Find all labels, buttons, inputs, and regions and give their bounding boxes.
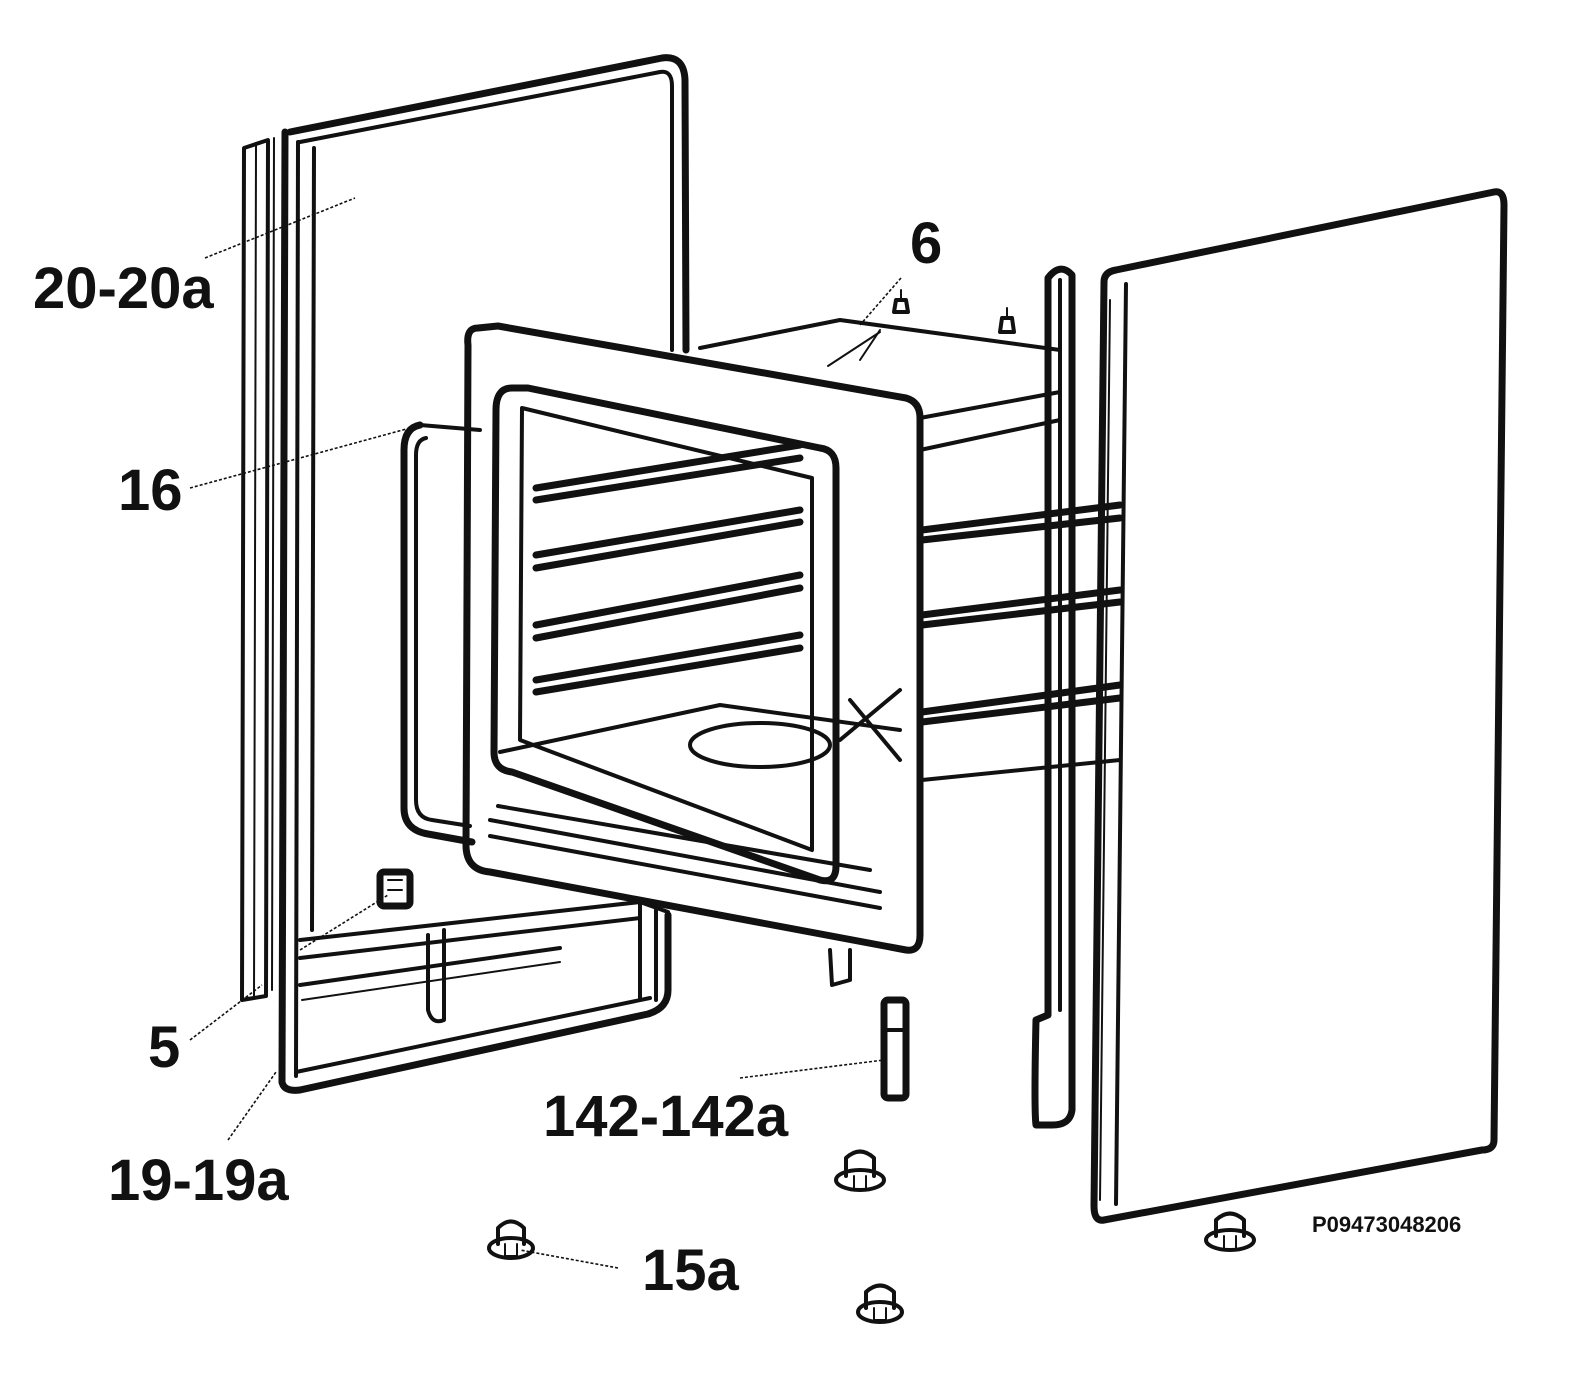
hinge-142 — [880, 996, 910, 1102]
label-5: 5 — [148, 1015, 180, 1080]
screw-6-b — [998, 307, 1016, 334]
label-15a: 15a — [642, 1238, 740, 1303]
oven-cavity — [462, 318, 1124, 987]
foot-4 — [1204, 1211, 1256, 1252]
leader-lines — [189, 197, 902, 1269]
door-seal — [400, 421, 482, 846]
foot-2 — [834, 1149, 886, 1192]
label-16: 16 — [118, 458, 183, 523]
clip-5 — [376, 868, 414, 910]
label-142-142a: 142-142a — [543, 1084, 789, 1149]
right-side-panel — [1090, 188, 1508, 1224]
foot-3 — [856, 1283, 904, 1324]
bottom-frame — [298, 900, 670, 1024]
label-6: 6 — [910, 211, 942, 276]
label-19-19a: 19-19a — [108, 1148, 289, 1213]
diagram-code: P09473048206 — [1312, 1212, 1461, 1237]
right-inner-panel — [1031, 265, 1076, 1129]
foot-1 — [487, 1219, 535, 1260]
screw-6-a — [892, 289, 910, 314]
left-side-panel — [240, 54, 690, 1094]
label-20-20a: 20-20a — [33, 256, 214, 321]
